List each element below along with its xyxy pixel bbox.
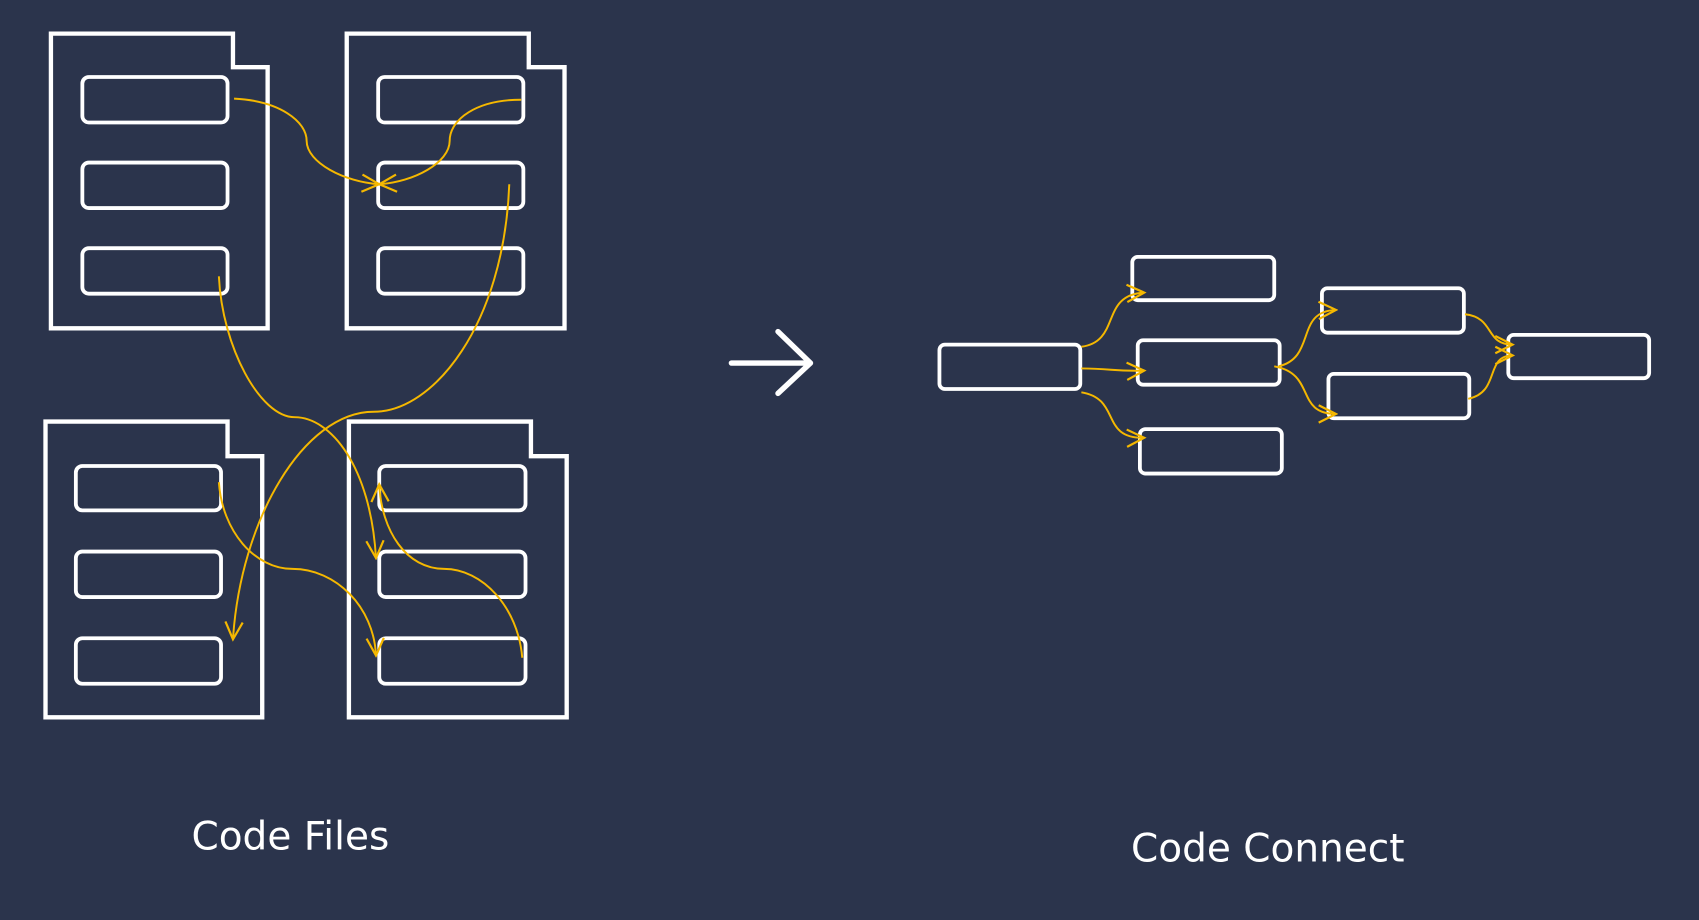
document-icon: [346, 419, 569, 720]
link-arrow: [1081, 368, 1144, 370]
code-block: [376, 75, 526, 125]
file-links: [217, 97, 524, 658]
link-arrow: [217, 482, 376, 655]
code-block: [73, 549, 223, 599]
file-2: [344, 31, 567, 331]
link-arrow: [217, 276, 376, 558]
node: [1320, 286, 1466, 335]
code-connect-label: Code Connect: [1131, 826, 1405, 871]
node-sink: [1506, 332, 1652, 381]
document-icon: [43, 419, 265, 720]
node: [1135, 338, 1282, 387]
code-block: [377, 464, 528, 513]
link-arrow: [1081, 293, 1144, 348]
link-arrow: [233, 97, 379, 185]
code-block: [376, 160, 526, 210]
code-block: [73, 464, 223, 513]
link-arrow: [1278, 310, 1336, 368]
code-block: [80, 246, 230, 296]
code-files-label: Code Files: [191, 815, 389, 860]
node: [1130, 254, 1277, 303]
link-arrow: [1081, 391, 1144, 438]
node-source: [937, 342, 1083, 391]
link-arrow: [379, 484, 524, 658]
code-connect-group: [937, 254, 1652, 476]
link-arrow: [379, 98, 522, 185]
code-block: [377, 636, 528, 686]
node: [1137, 427, 1284, 476]
code-block: [80, 75, 230, 125]
arrow-right-icon: [728, 328, 814, 397]
document-icon: [48, 31, 270, 331]
code-block: [73, 636, 223, 686]
code-block: [80, 160, 230, 210]
document-icon: [344, 31, 567, 331]
node: [1326, 371, 1472, 421]
code-files-group: [43, 31, 569, 720]
code-block: [376, 246, 526, 296]
file-1: [48, 31, 270, 331]
file-3: [43, 419, 265, 720]
link-arrow: [233, 184, 511, 639]
code-block: [377, 549, 528, 599]
link-arrow: [1468, 355, 1512, 400]
link-arrow: [1274, 365, 1336, 414]
link-arrow: [1464, 313, 1513, 344]
